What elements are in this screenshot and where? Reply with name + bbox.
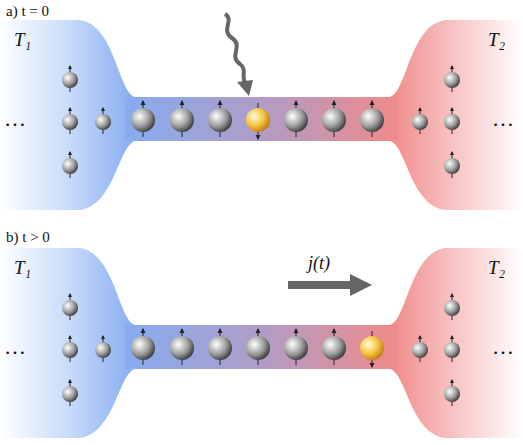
photon-wavy-arrow bbox=[225, 14, 253, 96]
panel-label: a) t = 0 bbox=[6, 4, 49, 19]
temperature-label: T₂ bbox=[488, 258, 505, 277]
chain-spins-b bbox=[131, 328, 384, 368]
ellipsis: … bbox=[492, 108, 514, 130]
ellipsis: … bbox=[4, 336, 26, 358]
reservoirs-and-chain bbox=[0, 248, 523, 438]
ellipsis: … bbox=[4, 108, 26, 130]
current-label: j(t) bbox=[308, 254, 330, 272]
temperature-label: T₂ bbox=[488, 30, 505, 49]
chain-spins-a bbox=[131, 100, 384, 140]
ellipsis: … bbox=[492, 336, 514, 358]
current-arrow bbox=[288, 274, 372, 296]
temperature-label: T₁ bbox=[14, 258, 31, 277]
reservoirs-and-chain bbox=[0, 20, 523, 210]
temperature-label: T₁ bbox=[14, 30, 31, 49]
panel-label: b) t > 0 bbox=[6, 230, 50, 245]
